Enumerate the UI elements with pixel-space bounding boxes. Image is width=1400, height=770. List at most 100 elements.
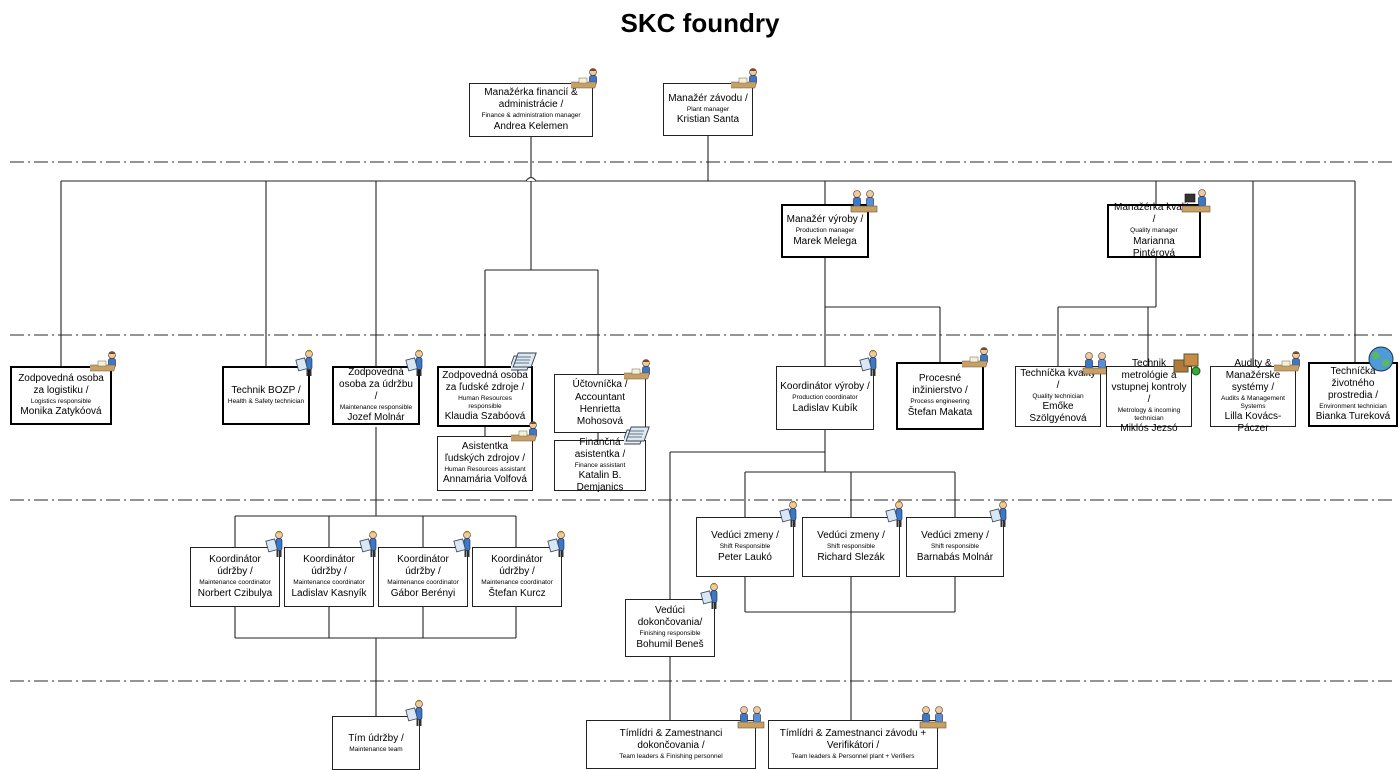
org-node-log: Zodpovedná osoba za logistiku /Logistics…	[10, 366, 112, 425]
org-node-fin: Manažérka financií & administrácie /Fina…	[469, 83, 593, 137]
node-person-name: Marek Melega	[793, 235, 857, 247]
node-subtitle: Maintenance coordinator	[199, 579, 271, 587]
org-node-hr: Zodpovedná osoba za ľudské zdroje /Human…	[437, 366, 533, 427]
node-person-name: Peter Laukó	[718, 551, 772, 563]
desk-worker-icon	[87, 348, 124, 378]
org-node-bozp: Technik BOZP /Health & Safety technician	[222, 366, 310, 425]
node-person-name: Ladislav Kasnyík	[291, 587, 367, 599]
node-title: Účtovníčka /	[572, 379, 628, 390]
clipboard-worker-icon	[398, 348, 432, 378]
clipboard-worker-icon	[258, 529, 292, 559]
node-person-name: Andrea Kelemen	[493, 120, 569, 132]
node-person-name: Lilla Kovács-Páczer	[1224, 411, 1282, 435]
node-title: Zodpovedná osoba za ľudské zdroje /	[442, 369, 528, 393]
node-person-name: Klaudia Szabóová	[444, 411, 526, 423]
microscope-worker-icon	[1179, 186, 1213, 216]
node-subtitle: Shift responsible	[930, 543, 980, 551]
clipboard-worker-icon	[982, 499, 1016, 529]
node-person-name: Bohumil Beneš	[636, 638, 704, 650]
node-title: Technik metrológie a vstupnej kontroly /	[1111, 357, 1187, 405]
node-person-name: Accountant Henrietta Mohosová	[574, 392, 626, 427]
node-person-name: Barnabás Molnár	[916, 551, 994, 563]
node-subtitle: Plant manager	[686, 105, 730, 113]
node-subtitle: Finance assistant	[574, 461, 626, 469]
node-subtitle: Process engineering	[910, 398, 970, 406]
node-person-name: Bianka Tureková	[1315, 411, 1391, 423]
node-title: Zodpovedná osoba za údržbu /	[339, 366, 413, 402]
node-title: Tímlídri & Zamestnanci závodu + Verifiká…	[779, 728, 927, 752]
org-node-mc2: Koordinátor údržby /Maintenance coordina…	[284, 547, 374, 607]
node-title: Manažérka kvality /	[1113, 202, 1195, 226]
org-node-mc4: Koordinátor údržby /Maintenance coordina…	[472, 547, 562, 607]
clipboard-worker-icon	[446, 529, 480, 559]
node-title: Vedúci zmeny /	[921, 530, 989, 542]
node-person-name: Ladislav Kubík	[792, 402, 858, 414]
globe-icon	[1364, 344, 1398, 374]
node-person-name: Kristian Santa	[676, 114, 740, 126]
node-subtitle: Finishing responsible	[639, 630, 701, 638]
node-person-name: Gábor Berényi	[390, 587, 456, 599]
clipboard-worker-icon	[772, 499, 806, 529]
node-title: Tím údržby /	[348, 732, 404, 744]
node-subtitle: Finance & administration manager	[481, 112, 581, 120]
node-person-name: Marianna Pintérová	[1132, 235, 1176, 259]
team-icon	[734, 702, 768, 732]
node-title: Manažér výroby /	[786, 214, 864, 226]
chart-title: SKC foundry	[620, 8, 780, 38]
org-node-acc: Účtovníčka / Accountant Henrietta Mohosov…	[554, 374, 646, 433]
node-title: Asistentka ľudských zdrojov /	[444, 440, 526, 464]
node-subtitle: Production coordinator	[792, 394, 858, 402]
node-title: Tímlídri & Zamestnanci dokončovania /	[619, 728, 723, 752]
org-node-mc1: Koordinátor údržby /Maintenance coordina…	[190, 547, 280, 607]
org-node-pcoord: Koordinátor výroby /Production coordinat…	[776, 366, 874, 430]
node-subtitle: Human Resources assistant	[444, 465, 526, 473]
documents-icon	[508, 348, 545, 378]
level-separators	[10, 161, 1392, 682]
node-person-name: Štefan Makata	[907, 406, 973, 418]
desk-worker-icon	[568, 65, 605, 95]
node-title: Audity & Manažérske systémy /	[1225, 357, 1281, 393]
desk-worker-icon	[508, 418, 545, 448]
org-node-proc: Procesné inžinierstvo /Process engineeri…	[896, 362, 984, 430]
node-subtitle: Team leaders & Personnel plant + Verifie…	[791, 753, 915, 761]
node-person-name: Miklós Jezsó	[1120, 423, 1178, 435]
node-title: Koordinátor údržby /	[209, 554, 261, 578]
org-node-mc3: Koordinátor údržby /Maintenance coordina…	[378, 547, 468, 607]
org-node-metro: Technik metrológie a vstupnej kontroly /…	[1106, 358, 1192, 434]
node-person-name: Štefan Kurcz	[488, 587, 546, 599]
node-title: Koordinátor výroby /	[780, 381, 870, 393]
documents-icon	[621, 422, 658, 452]
node-title: Vedúci dokončovania/	[637, 605, 703, 629]
clipboard-worker-icon	[540, 529, 574, 559]
node-subtitle: Production manager	[795, 227, 855, 235]
manager-group-icon	[1079, 348, 1113, 378]
node-subtitle: Team leaders & Finishing personnel	[619, 753, 723, 761]
node-subtitle: Audits & Management Systems	[1221, 394, 1285, 410]
node-subtitle: Quality technician	[1032, 392, 1084, 400]
node-title: Procesné inžinierstvo /	[912, 373, 968, 397]
desk-worker-icon	[621, 356, 658, 386]
org-node-audit: Audity & Manažérske systémy /Audits & Ma…	[1210, 358, 1296, 434]
desk-worker-icon	[1271, 348, 1308, 378]
node-title: Technik BOZP /	[231, 385, 301, 397]
node-subtitle: Maintenance responsible	[339, 403, 413, 411]
boxes-icon	[1170, 348, 1204, 378]
node-title: Techníčka životného prostredia /	[1327, 365, 1379, 401]
desk-worker-icon	[959, 344, 996, 374]
desk-worker-icon	[728, 65, 765, 95]
org-node-tl2: Tímlídri & Zamestnanci závodu + Verifiká…	[768, 720, 938, 769]
node-subtitle: Health & Safety technician	[227, 398, 305, 406]
manager-group-icon	[847, 186, 881, 216]
node-person-name: Annamária Volfová	[443, 474, 527, 486]
node-title: Manažérka financií & administrácie /	[484, 87, 578, 111]
connectors	[60, 136, 1356, 720]
clipboard-worker-icon	[693, 581, 727, 611]
clipboard-worker-icon	[878, 499, 912, 529]
